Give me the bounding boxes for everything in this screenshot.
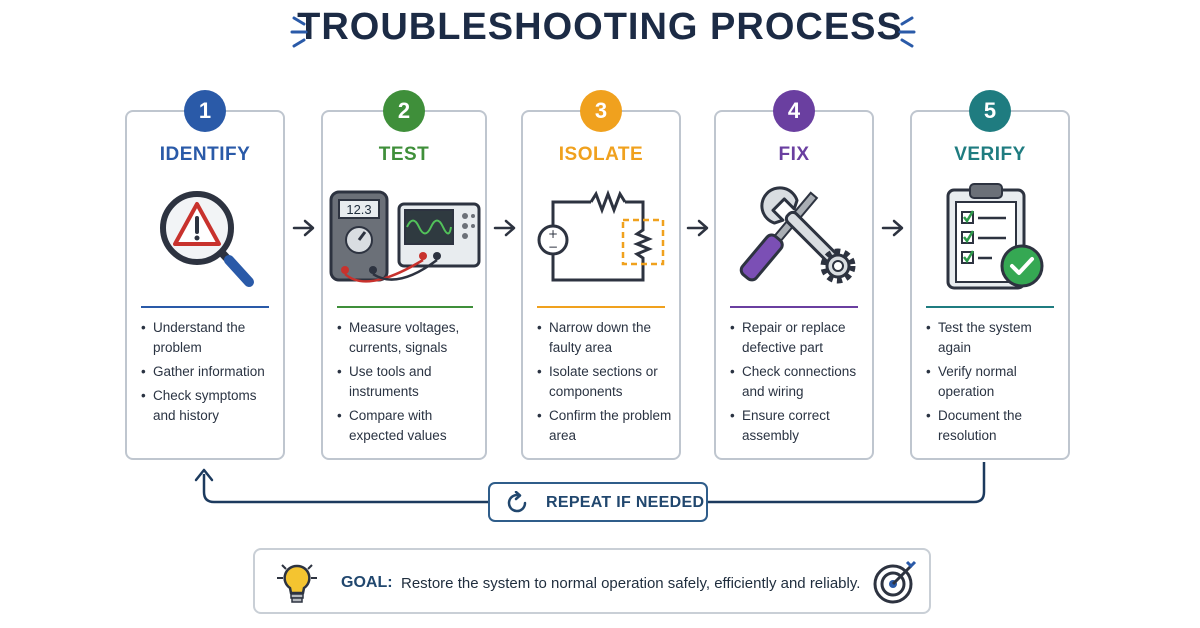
- goal-box: GOAL: Restore the system to normal opera…: [253, 548, 931, 614]
- arrow-right-icon: [881, 219, 904, 237]
- arrow-right-icon: [493, 219, 516, 237]
- step-card-isolate: 3 ISOLATE + − Narrow down the faulty are…: [521, 90, 681, 460]
- bullet-item: Confirm the problem area: [535, 406, 677, 446]
- arrow-right-icon: [292, 219, 315, 237]
- section-divider: [730, 306, 858, 308]
- repeat-if-needed-label: REPEAT IF NEEDED: [488, 482, 708, 522]
- step-card-verify: 5 VERIFY Test the system again Verify no…: [910, 90, 1070, 460]
- step-number-badge: 5: [969, 90, 1011, 132]
- bullet-item: Repair or replace defective part: [728, 318, 870, 358]
- plus-icon: +: [548, 227, 558, 241]
- step-card-test: 2 TEST 12.3 Measure voltages, currents, …: [321, 90, 487, 460]
- goal-text: Restore the system to normal operation s…: [401, 575, 861, 592]
- step-number-badge: 1: [184, 90, 226, 132]
- bullet-item: Verify normal operation: [924, 362, 1066, 402]
- bullet-item: Check connections and wiring: [728, 362, 870, 402]
- step-card-fix: 4 FIX Repair or replace defective part C…: [714, 90, 874, 460]
- arrow-right-icon: [686, 219, 709, 237]
- bullet-item: Use tools and instruments: [335, 362, 483, 402]
- step-number-badge: 2: [383, 90, 425, 132]
- step-title: ISOLATE: [558, 144, 644, 165]
- step-bullets: Repair or replace defective part Check c…: [728, 318, 870, 450]
- tools-icon: [739, 186, 856, 284]
- checklist-icon: [946, 183, 1044, 290]
- meter-reading: 12.3: [346, 202, 371, 217]
- minus-icon: −: [548, 240, 558, 254]
- bullet-item: Compare with expected values: [335, 406, 483, 446]
- repeat-text: REPEAT IF NEEDED: [546, 494, 705, 511]
- bullet-item: Check symptoms and history: [139, 386, 281, 426]
- page-title: TROUBLESHOOTING PROCESS: [297, 6, 903, 48]
- section-divider: [337, 306, 473, 308]
- step-bullets: Test the system again Verify normal oper…: [924, 318, 1066, 450]
- circuit-icon: + −: [537, 189, 665, 282]
- step-title: FIX: [778, 144, 810, 165]
- multimeter-oscilloscope-icon: 12.3: [329, 190, 481, 283]
- step-title: IDENTIFY: [159, 144, 251, 165]
- bullet-item: Narrow down the faulty area: [535, 318, 677, 358]
- step-title: VERIFY: [954, 144, 1026, 165]
- bullet-item: Isolate sections or components: [535, 362, 677, 402]
- section-divider: [537, 306, 665, 308]
- step-number-badge: 3: [580, 90, 622, 132]
- title-right-decoration: [898, 16, 916, 48]
- step-bullets: Understand the problem Gather informatio…: [139, 318, 281, 430]
- lightbulb-icon: [277, 564, 317, 603]
- title-left-decoration: [290, 16, 308, 48]
- step-card-identify: 1 IDENTIFY Understand the problem Gather…: [125, 90, 285, 460]
- step-title: TEST: [378, 144, 430, 165]
- target-icon: [873, 560, 917, 604]
- bullet-item: Test the system again: [924, 318, 1066, 358]
- step-bullets: Measure voltages, currents, signals Use …: [335, 318, 483, 450]
- step-bullets: Narrow down the faulty area Isolate sect…: [535, 318, 677, 450]
- bullet-item: Document the resolution: [924, 406, 1066, 446]
- step-number-badge: 4: [773, 90, 815, 132]
- section-divider: [926, 306, 1054, 308]
- bullet-item: Measure voltages, currents, signals: [335, 318, 483, 358]
- section-divider: [141, 306, 269, 308]
- refresh-icon: [507, 491, 527, 513]
- bullet-item: Understand the problem: [139, 318, 281, 358]
- bullet-item: Ensure correct assembly: [728, 406, 870, 446]
- goal-label: GOAL:: [341, 574, 393, 591]
- feedback-loop-arrow: [194, 462, 986, 504]
- bullet-item: Gather information: [139, 362, 281, 382]
- magnifier-warning-icon: [160, 191, 254, 287]
